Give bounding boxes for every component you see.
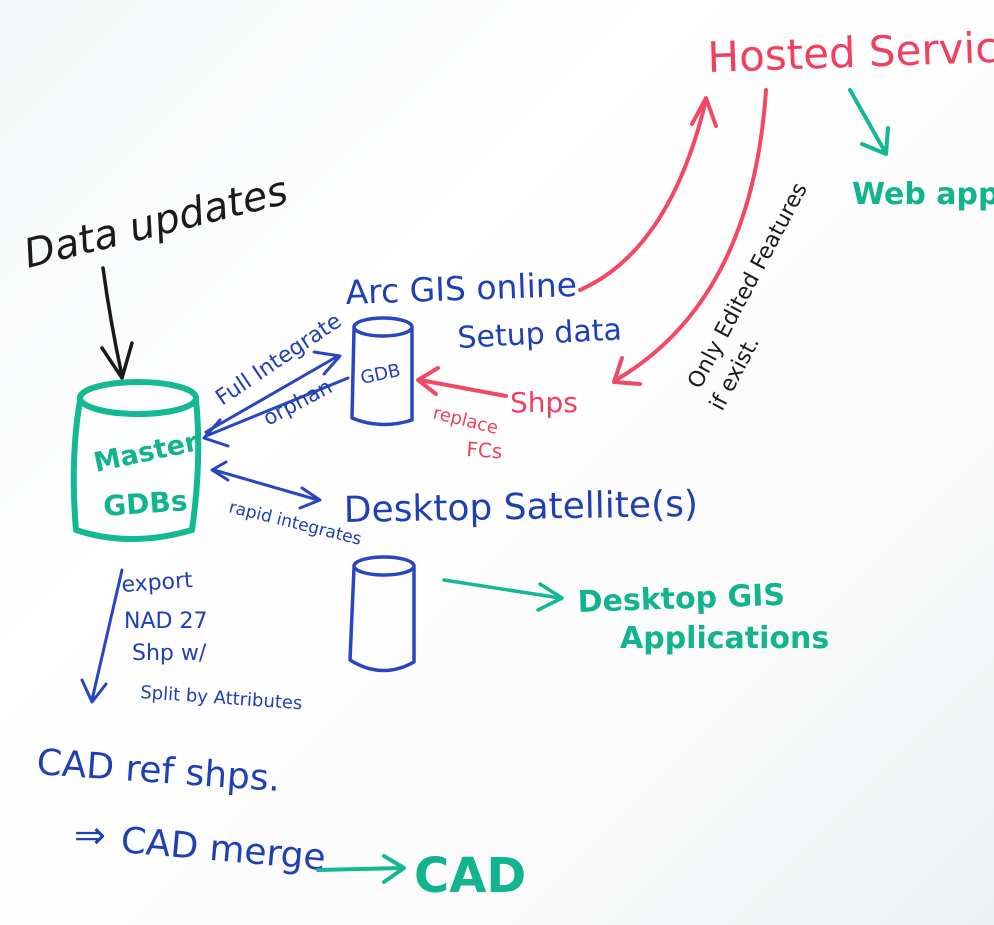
online-gdb-cylinder-icon [350,316,414,427]
cad-merge-arrow: ⇒ [74,813,106,857]
publish-to-hosted-arrow [578,96,718,292]
rapid-integrates-arrow [210,460,322,510]
orphan-label: orphan [259,374,336,430]
data-updates-arrow [101,266,124,378]
arcgis-online-label: Arc GIS online [345,265,578,312]
desktop-gis-arrow [442,578,564,612]
shps-label: Shps [510,386,578,419]
export-arrow [80,568,124,704]
master-gdbs-cylinder-icon [70,379,202,542]
desktop-satellite-cylinder-icon [348,555,416,673]
replace-label: replace [431,402,501,438]
fcs-label: FCs [466,437,503,463]
data-updates-label: Data updates [19,168,292,278]
cad-merge-label: CAD merge [119,820,327,879]
export-line3: Shp w/ [132,641,207,666]
applications-label: Applications [620,621,829,656]
desktop-gis-label: Desktop GIS [577,578,785,620]
gdb-label: GDB [359,360,403,389]
desktop-satellites-label: Desktop Satellite(s) [343,484,698,531]
hosted-to-shps-arrow [612,88,768,386]
setup-data-label: Setup data [457,312,623,356]
web-apps-arrow [848,88,890,156]
export-line4: Split by Attributes [140,682,303,714]
export-line2: NAD 27 [124,609,207,634]
hosted-services-label: Hosted Services [707,21,994,82]
data-updates-arrowhead [100,341,134,380]
export-line1: export [121,568,194,598]
web-apps-label: Web apps [852,177,994,212]
gdbs-label: GDBs [102,484,188,523]
full-integrate-arrow [204,350,342,434]
master-label: Master [91,426,201,478]
cad-label: CAD [414,848,526,904]
cad-ref-shps-label: CAD ref shps. [35,742,281,800]
shps-to-gdb-arrow [416,366,508,398]
cad-arrow [316,854,406,884]
orphan-arrow [202,376,350,448]
